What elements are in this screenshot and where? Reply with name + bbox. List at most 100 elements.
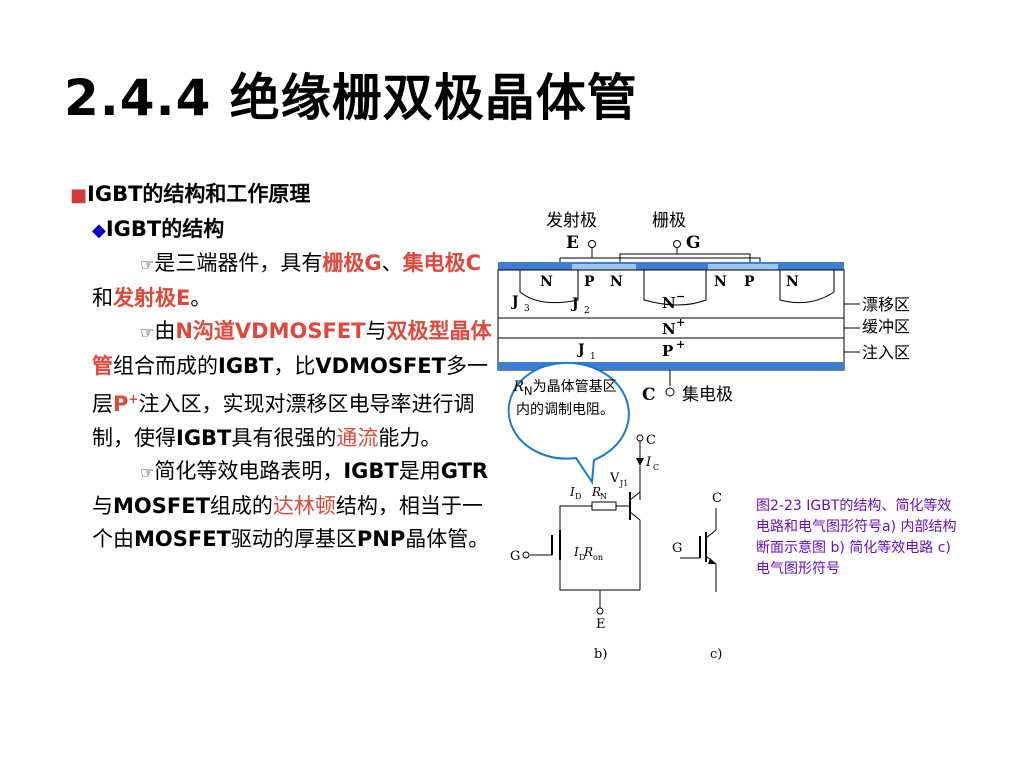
symbol-g-label: G [672, 541, 682, 556]
g-terminal [673, 240, 681, 248]
n-plus-region-4: N [786, 274, 799, 290]
p2-igbt2: IGBT [176, 425, 232, 450]
p3-text: 简化等效电路表明， [154, 459, 344, 483]
svg-text:+: + [676, 338, 685, 351]
p2-p: P [113, 392, 129, 416]
vj1-label: V [609, 471, 620, 486]
paragraph-1: ☞是三端器件，具有栅极G、集电极C 和发射极E。 [70, 247, 498, 315]
bullet-level1: ■IGBT的结构和工作原理 [70, 178, 498, 213]
callout-body: 为晶体管基区内的调制电阻。 [516, 379, 617, 418]
circuit-e-label: E [596, 617, 606, 632]
p1-and: 和 [92, 285, 113, 310]
circuit-g-label: G [510, 549, 520, 564]
collector-label: 集电极 [682, 385, 733, 405]
svg-text:C: C [653, 463, 659, 472]
p3-driven: 驱动的厚基区 [230, 527, 357, 551]
inject-label: 注入区 [862, 343, 910, 362]
p1-sep: 、 [381, 251, 403, 275]
buffer-label: 缓冲区 [862, 317, 910, 336]
n-plus-region-3: N [714, 274, 727, 290]
n-minus-label: N [662, 294, 676, 312]
id-label: I [569, 485, 575, 499]
svg-text:−: − [676, 290, 685, 303]
p2-igbt: IGBT [218, 353, 274, 378]
p3-mosfet: MOSFET [113, 493, 210, 518]
p3-uses: 是用 [398, 459, 441, 483]
emitter-label: 发射极 [546, 211, 597, 231]
p1-gate: 栅极G [322, 251, 382, 275]
c-terminal [665, 387, 675, 397]
fig-b-label: b) [594, 647, 607, 662]
svg-text:J1: J1 [619, 479, 628, 488]
bullet1-text: IGBT的结构和工作原理 [87, 182, 311, 206]
p2-plus: + [128, 392, 139, 406]
silicon-body [497, 269, 845, 371]
bullet2-text: IGBT的结构 [105, 216, 225, 241]
igbt-figure: 发射极 栅极 E G N P N N P N J 3 J 2 N − N + J… [497, 211, 910, 662]
p2-extra-layer: 多一层 [92, 353, 488, 417]
svg-text:1: 1 [590, 352, 596, 362]
symbol-c-label: C [712, 491, 722, 506]
gate-label: 栅极 [652, 211, 686, 231]
callout-text: RN为晶体管基区内的调制电阻。 [510, 378, 620, 420]
p3-and: 与 [92, 493, 113, 518]
n-plus-region: N [540, 274, 553, 290]
id-label-2: I [573, 545, 579, 559]
p-region-2: P [744, 274, 755, 290]
svg-text:N: N [600, 492, 607, 501]
p3-transistor: 晶体管。 [405, 527, 490, 551]
collector-metal [498, 362, 844, 370]
svg-text:+: + [676, 316, 685, 329]
figure-caption: 图2-23 IGBT的结构、简化等效电路和电气图形符号a) 内部结构断面示意图 … [756, 498, 957, 577]
p3-gtr: GTR [440, 459, 489, 483]
rn-subscript: N [523, 383, 533, 398]
p1-text: 是三端器件，具有 [154, 251, 323, 275]
p3-mosfet2: MOSFET [134, 527, 231, 551]
paragraph-2: ☞由N沟道VDMOSFET与双极型晶体管组合而成的IGBT，比VDMOSFET多… [70, 315, 498, 455]
svg-text:2: 2 [584, 306, 590, 316]
body-text: ■IGBT的结构和工作原理 ◆IGBT的结构 ☞是三端器件，具有栅极G、集电极C… [70, 178, 498, 557]
p2-vdmosfet: N沟道VDMOSFET [175, 319, 366, 343]
ron-label: R [583, 545, 593, 559]
p3-structure: 结构，相当于一个由 [92, 493, 483, 552]
c-terminal-label: C [642, 385, 656, 405]
p2-capacity: 能力。 [378, 425, 442, 450]
j2-label: J [570, 296, 579, 312]
n-plus-region-2: N [610, 274, 623, 290]
j3-label: J [510, 294, 519, 310]
metal-layer [498, 262, 844, 270]
bullet-level2: ◆IGBT的结构 [70, 213, 498, 248]
p2-combined: 组合而成的 [113, 353, 218, 378]
square-bullet-icon: ■ [70, 185, 88, 206]
p2-vdmosfet2: VDMOSFET [315, 353, 446, 378]
svg-text:D: D [575, 492, 581, 501]
p1-collector: 集电极C [402, 251, 482, 275]
p2-compare: ，比 [273, 353, 316, 378]
svg-text:on: on [593, 553, 603, 562]
p-plus-inject: P [662, 342, 673, 360]
rn-symbol: R [513, 379, 524, 395]
pointing-hand-icon: ☞ [140, 323, 155, 342]
p2-bjt: 双极型晶体管 [92, 319, 492, 378]
e-terminal [588, 240, 596, 248]
drift-label: 漂移区 [862, 295, 910, 314]
diamond-bullet-icon: ◆ [92, 219, 106, 241]
pointing-hand-icon: ☞ [140, 463, 155, 482]
svg-text:D: D [579, 553, 585, 562]
ic-label: I [645, 455, 652, 470]
g-terminal-label: G [686, 233, 701, 253]
p3-darlington: 达林顿 [272, 493, 336, 518]
p2-inject: 注入区，实现对漂移区电导率进行调制，使得 [92, 392, 475, 450]
p2-text: 由 [154, 319, 176, 343]
p1-emitter: 发射极E [113, 285, 191, 310]
p2-with: 与 [365, 319, 387, 343]
pointing-hand-icon: ☞ [140, 255, 155, 274]
circuit-c-label: C [646, 433, 656, 448]
j1-label: J [576, 342, 585, 358]
paragraph-3: ☞简化等效电路表明，IGBT是用GTR与MOSFET组成的达林顿结构，相当于一个… [70, 455, 498, 557]
p3-pnp: PNP [356, 527, 406, 551]
slide-title: 2.4.4 绝缘栅双极晶体管 [64, 69, 638, 127]
rn-resistor [591, 501, 617, 511]
e-terminal-label: E [566, 233, 579, 253]
p1-end: 。 [190, 285, 212, 310]
